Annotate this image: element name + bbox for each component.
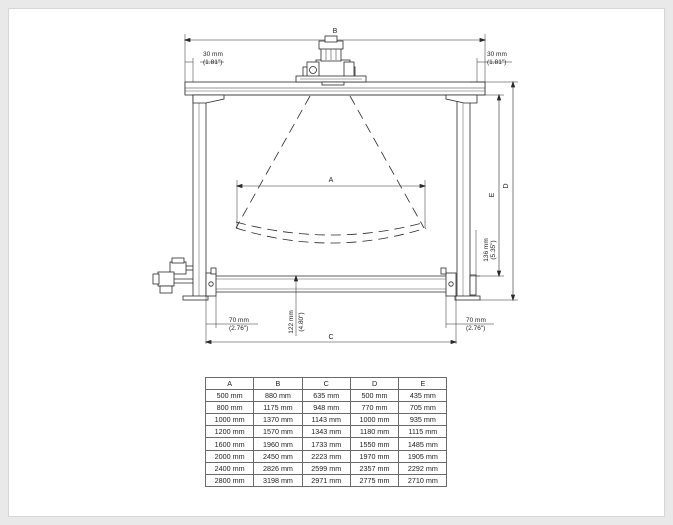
table-cell: 2400 mm: [204, 461, 255, 475]
table-cell: 1370 mm: [253, 413, 303, 427]
table-cell: 2357 mm: [349, 461, 400, 475]
table-cell: 880 mm: [253, 389, 303, 403]
table-cell: 1905 mm: [398, 449, 448, 463]
table-cell: 500 mm: [204, 389, 255, 403]
table-cell: 1343 mm: [301, 425, 351, 439]
dimension-c: [204, 339, 458, 345]
dimension-136mm: [470, 230, 480, 277]
label-181in-right: (1.81"): [487, 59, 506, 66]
table-cell: 2292 mm: [398, 461, 448, 475]
table-row: 2400 mm 2826 mm 2599 mm 2357 mm 2292 mm: [204, 461, 448, 475]
table-cell: 1570 mm: [253, 425, 303, 439]
label-480in: (4.80"): [298, 312, 305, 331]
table-cell: 500 mm: [349, 389, 400, 403]
label-e: E: [489, 192, 496, 197]
table-row: 800 mm 1175 mm 948 mm 770 mm 705 mm: [204, 401, 448, 415]
table-cell: 935 mm: [398, 413, 448, 427]
table-cell: 2223 mm: [301, 449, 351, 463]
table-cell: 770 mm: [349, 401, 400, 415]
label-136mm: 136 mm: [483, 238, 490, 261]
label-181in-left: (1.81"): [203, 59, 222, 66]
column-header-b: B: [253, 376, 303, 391]
table-row: 1200 mm 1570 mm 1343 mm 1180 mm 1115 mm: [204, 425, 448, 439]
column-header-d: D: [349, 376, 400, 391]
label-30mm-left: 30 mm: [203, 51, 223, 58]
table-cell: 1000 mm: [204, 413, 255, 427]
label-122mm: 122 mm: [288, 310, 295, 333]
column-header-c: C: [301, 376, 351, 391]
table-cell: 1143 mm: [301, 413, 351, 427]
table-cell: 705 mm: [398, 401, 448, 415]
table-cell: 1115 mm: [398, 425, 448, 439]
column-header-e: E: [398, 376, 448, 391]
table-cell: 2450 mm: [253, 449, 303, 463]
table-cell: 1550 mm: [349, 437, 400, 451]
table-cell: 948 mm: [301, 401, 351, 415]
table-cell: 1485 mm: [398, 437, 448, 451]
left-post: [182, 94, 225, 301]
label-70mm-left: 70 mm: [229, 317, 249, 324]
table-row: 1000 mm 1370 mm 1143 mm 1000 mm 935 mm: [204, 413, 448, 427]
table-cell: 1970 mm: [349, 449, 400, 463]
table-cell: 1733 mm: [301, 437, 351, 451]
table-row: 500 mm 880 mm 635 mm 500 mm 435 mm: [204, 389, 448, 403]
dimension-122mm: [293, 274, 299, 336]
label-276in-right: (2.76"): [466, 325, 485, 332]
left-connector: [152, 257, 193, 294]
table-header-row: A B C D E: [204, 376, 448, 391]
label-70mm-right: 70 mm: [466, 317, 486, 324]
table-cell: 800 mm: [204, 401, 255, 415]
dimension-70mm-left: [205, 296, 258, 344]
table-cell: 2826 mm: [253, 461, 303, 475]
table-row: 1600 mm 1960 mm 1733 mm 1550 mm 1485 mm: [204, 437, 448, 451]
label-276in-left: (2.76"): [229, 325, 248, 332]
table-row: 2800 mm 3198 mm 2971 mm 2775 mm 2710 mm: [204, 473, 448, 487]
table-cell: 2599 mm: [301, 461, 351, 475]
dimensions-table: A B C D E 500 mm 880 mm 635 mm 500 mm 43…: [204, 376, 448, 487]
table-cell: 2775 mm: [349, 473, 400, 487]
label-30mm-right: 30 mm: [487, 51, 507, 58]
column-header-a: A: [204, 376, 255, 391]
table-cell: 1180 mm: [349, 425, 400, 439]
table-row: 2000 mm 2450 mm 2223 mm 1970 mm 1905 mm: [204, 449, 448, 463]
label-535in: (5.35"): [490, 240, 497, 259]
label-c: C: [328, 334, 333, 341]
dimension-a: [235, 180, 427, 228]
table-cell: 2710 mm: [398, 473, 448, 487]
camera-unit: [295, 35, 367, 86]
label-d: D: [503, 183, 510, 188]
table-cell: 2000 mm: [204, 449, 255, 463]
table-cell: 2800 mm: [204, 473, 255, 487]
right-post: [445, 94, 481, 301]
table-cell: 1600 mm: [204, 437, 255, 451]
dimension-e: [476, 93, 504, 278]
table-cell: 635 mm: [301, 389, 351, 403]
table-cell: 1200 mm: [204, 425, 255, 439]
label-a: A: [329, 177, 334, 184]
table-cell: 435 mm: [398, 389, 448, 403]
table-cell: 1960 mm: [253, 437, 303, 451]
label-b: B: [333, 28, 338, 35]
table-cell: 1000 mm: [349, 413, 400, 427]
dimension-d: [470, 80, 518, 302]
field-of-view: [235, 95, 427, 244]
bottom-bar: [205, 267, 477, 297]
dimension-70mm-right: [445, 296, 494, 344]
table-cell: 2971 mm: [301, 473, 351, 487]
table-cell: 3198 mm: [253, 473, 303, 487]
table-cell: 1175 mm: [253, 401, 303, 415]
